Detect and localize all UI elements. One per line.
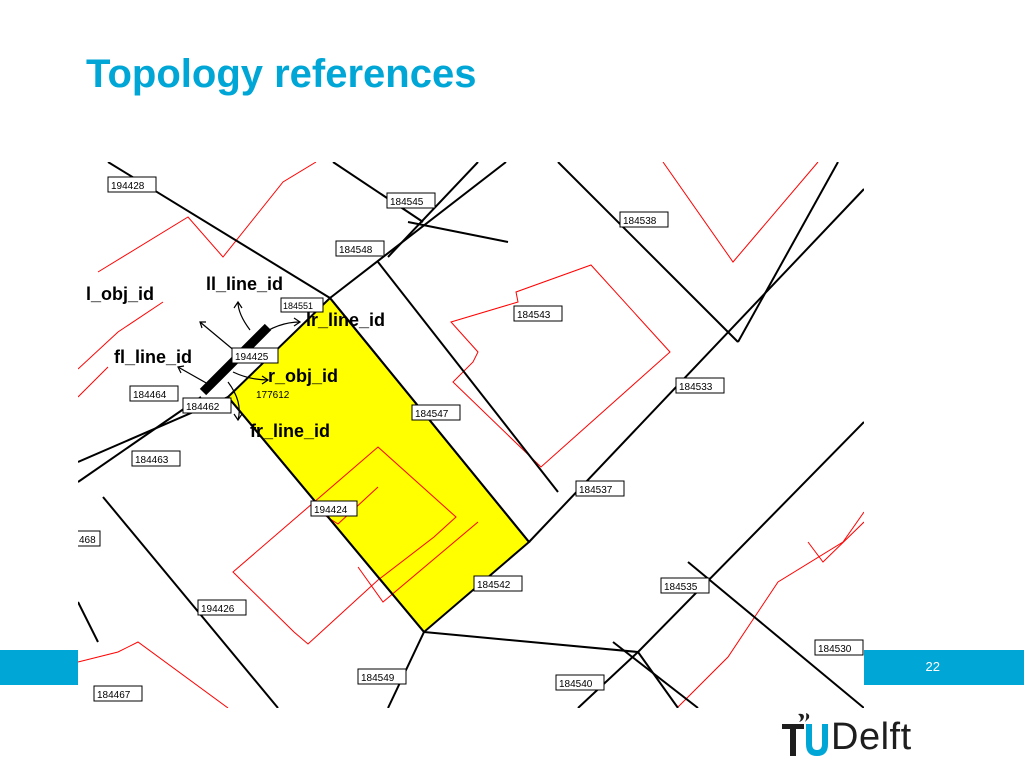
- parcel-label-184549: 184549: [357, 668, 407, 685]
- page-number: 22: [925, 659, 940, 674]
- fr-line-id-label: fr_line_id: [250, 421, 330, 441]
- parcel-label-184535: 184535: [660, 577, 710, 594]
- logo-text: Delft: [831, 716, 912, 758]
- parcel-label-184467: 184467: [93, 685, 143, 702]
- parcel-label-184462: 184462: [182, 397, 232, 414]
- parcel-label-194425: 194425: [231, 347, 279, 364]
- svg-text:184551: 184551: [283, 301, 313, 311]
- parcel-label-184547: 184547: [411, 404, 461, 421]
- svg-text:184538: 184538: [623, 216, 657, 227]
- topology-annotations: l_obj_id ll_line_id lr_line_id fl_line_i…: [86, 274, 385, 441]
- svg-text:184543: 184543: [517, 310, 551, 321]
- tudelft-logo: Delft: [782, 712, 942, 758]
- building-outlines: [78, 162, 864, 708]
- parcel-label-194424: 194424: [310, 500, 358, 517]
- parcel-label-184464: 184464: [129, 385, 179, 402]
- parcel-label-184548: 184548: [335, 240, 385, 257]
- l-obj-id-label: l_obj_id: [86, 284, 154, 304]
- svg-text:194426: 194426: [201, 604, 235, 615]
- topology-arrows: [177, 300, 302, 422]
- parcel-label-194426: 194426: [197, 599, 247, 616]
- svg-text:184537: 184537: [579, 485, 613, 496]
- parcel-label-184530: 184530: [814, 639, 864, 656]
- svg-text:184467: 184467: [97, 690, 131, 701]
- svg-text:184463: 184463: [135, 455, 169, 466]
- parcel-label-184542: 184542: [473, 575, 523, 592]
- parcel-label-184540: 184540: [555, 674, 605, 691]
- lr-line-id-label: lr_line_id: [306, 310, 385, 330]
- parcel-label-184537: 184537: [575, 480, 625, 497]
- svg-text:184464: 184464: [133, 390, 167, 401]
- svg-text:184530: 184530: [818, 644, 852, 655]
- parcel-label-184533: 184533: [675, 377, 725, 394]
- svg-text:468: 468: [79, 535, 96, 546]
- svg-text:184542: 184542: [477, 580, 511, 591]
- parcel-label-184545: 184545: [386, 192, 436, 209]
- svg-text:184533: 184533: [679, 382, 713, 393]
- object-id-label: 177612: [256, 390, 290, 401]
- parcel-label-184538: 184538: [619, 211, 669, 228]
- parcel-label-194428: 194428: [107, 176, 157, 193]
- parcel-label-468: 468: [78, 530, 101, 547]
- r-obj-id-label: r_obj_id: [268, 366, 338, 386]
- map-canvas: 194428 184545 184538 184548 184551 18454…: [78, 162, 864, 708]
- tu-logo-mark: [782, 713, 828, 756]
- slide-title: Topology references: [86, 52, 477, 96]
- svg-text:184548: 184548: [339, 245, 373, 256]
- svg-text:194428: 194428: [111, 181, 145, 192]
- svg-text:184549: 184549: [361, 673, 395, 684]
- svg-text:184545: 184545: [390, 197, 424, 208]
- svg-text:184462: 184462: [186, 402, 220, 413]
- svg-text:184535: 184535: [664, 582, 698, 593]
- svg-text:194424: 194424: [314, 505, 348, 516]
- cadastral-map: 194428 184545 184538 184548 184551 18454…: [78, 162, 864, 708]
- parcel-label-184543: 184543: [513, 305, 563, 322]
- parcel-boundaries: [78, 162, 864, 708]
- parcel-label-184463: 184463: [131, 450, 181, 467]
- svg-text:184540: 184540: [559, 679, 593, 690]
- fl-line-id-label: fl_line_id: [114, 347, 192, 367]
- parcel-labels: 194428 184545 184538 184548 184551 18454…: [78, 176, 864, 702]
- svg-text:194425: 194425: [235, 352, 269, 363]
- ll-line-id-label: ll_line_id: [206, 274, 283, 294]
- parcel-label-184551: 184551: [280, 297, 324, 313]
- svg-text:184547: 184547: [415, 409, 449, 420]
